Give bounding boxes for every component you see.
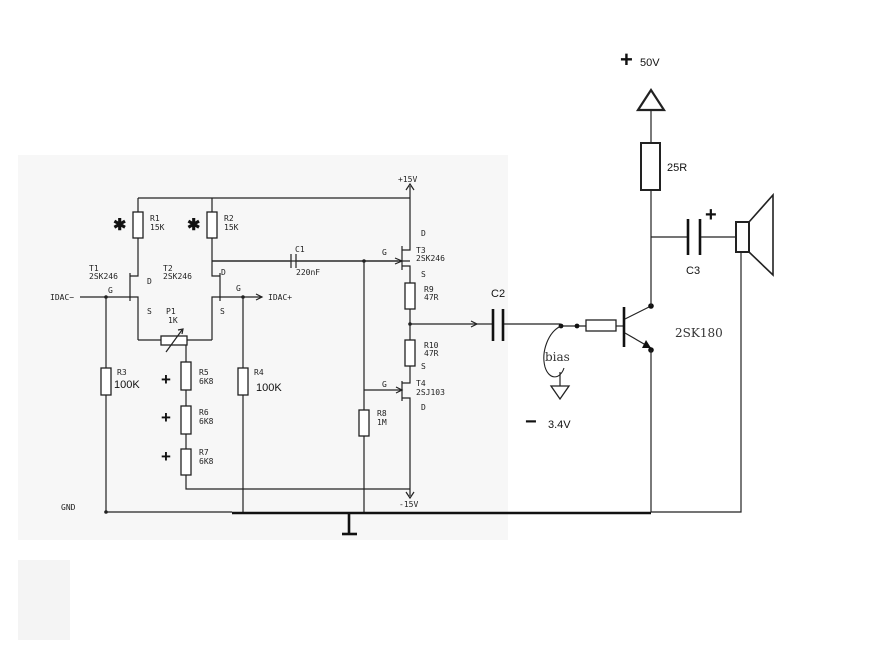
potentiometer-p1 [138,328,212,362]
pos50-label: 50V [640,57,660,69]
scan-strip [18,560,70,640]
r9-value: 47R [424,293,439,302]
speaker-icon [735,192,774,277]
ground-line-thin [104,510,232,514]
r8-name: R8 [377,409,387,418]
r9-name: R9 [424,285,434,294]
p1-name: P1 [166,307,176,316]
pos15-label: +15V [398,175,417,184]
r6-plus-mark: + [161,408,171,427]
capacitor-c2 [477,309,586,341]
r1-star-mark: ✱ [113,217,126,234]
speaker-return-wire [651,253,742,513]
gnd-label: GND [61,503,76,512]
t2-part: 2SK246 [163,272,192,281]
collector-supply-wire [635,87,667,306]
r10-name: R10 [424,341,439,350]
positive-15v-rail [138,182,415,199]
base-resistor [585,319,624,332]
output-transistor-2sk180 [622,303,654,512]
neg-bias-sign: − [525,411,537,433]
t3-name: T3 [416,246,426,255]
t1-drain-pin: D [147,277,152,286]
t1-part: 2SK246 [89,272,118,281]
r1-name: R1 [150,214,160,223]
t4-source-pin: S [421,362,426,371]
r5-value: 6K8 [199,377,214,386]
c1-value: 220nF [296,268,320,277]
r25-value: 25R [667,162,687,174]
c2-name: C2 [491,288,505,300]
neg15-label: -15V [399,500,418,509]
r8-value: 1M [377,418,387,427]
r5-name: R5 [199,368,209,377]
r3-value: 100K [114,379,140,391]
t2-drain-pin: D [221,268,226,277]
r2-name: R2 [224,214,234,223]
negative-15v-terminal [405,491,415,500]
c3-name: C3 [686,265,700,277]
t1-source-pin: S [147,307,152,316]
r6-value: 6K8 [199,417,214,426]
resistor-r1 [132,198,144,268]
r1-value: 15K [150,223,165,232]
jfet-t4 [364,381,411,496]
t4-drain-pin: D [421,403,426,412]
r7-name: R7 [199,448,209,457]
t4-gate-pin: G [382,380,387,389]
t3-part: 2SK246 [416,254,445,263]
t3-source-pin: S [421,270,426,279]
plus50-sign: + [620,47,633,72]
t3-gate-pin: G [382,248,387,257]
resistor-r8 [358,261,370,512]
jfet-t1 [106,268,139,340]
r4-name: R4 [254,368,264,377]
resistor-r2 [206,198,218,261]
capacitor-c1 [212,254,398,268]
t2-gate-pin: G [236,284,241,293]
c1-name: C1 [295,245,305,254]
capacitor-c3 [651,219,736,255]
r2-value: 15K [224,223,239,232]
output-transistor-part: 2SK180 [675,326,723,340]
resistor-r4 [237,297,249,512]
idac-neg-label: IDAC− [50,293,74,302]
t2-source-pin: S [220,307,225,316]
r4-value: 100K [256,382,282,394]
r5-plus-mark: + [161,370,171,389]
resistor-r6 [180,405,192,449]
resistor-r7 [180,448,410,490]
t4-part: 2SJ103 [416,388,445,397]
idac-pos-label: IDAC+ [268,293,292,302]
bias-source-icon [543,325,571,401]
t1-gate-pin: G [108,286,113,295]
t4-name: T4 [416,379,426,388]
c3-plus-sign: + [705,204,717,226]
r10-value: 47R [424,349,439,358]
r7-plus-mark: + [161,447,171,466]
jfet-t3 [394,198,411,283]
r7-value: 6K8 [199,457,214,466]
bias-label: bias [545,350,570,364]
resistor-r10 [404,339,416,381]
ground-bus [232,511,651,536]
scan-background [18,155,508,540]
r3-name: R3 [117,368,127,377]
r2-star-mark: ✱ [187,217,200,234]
resistor-r5 [180,361,192,406]
t3-drain-pin: D [421,229,426,238]
neg-bias-value: 3.4V [548,419,571,431]
t1-name: T1 [89,264,99,273]
p1-value: 1K [168,316,178,325]
t2-name: T2 [163,264,173,273]
input-idac-pos [241,293,264,301]
resistor-r3 [100,297,112,512]
r6-name: R6 [199,408,209,417]
